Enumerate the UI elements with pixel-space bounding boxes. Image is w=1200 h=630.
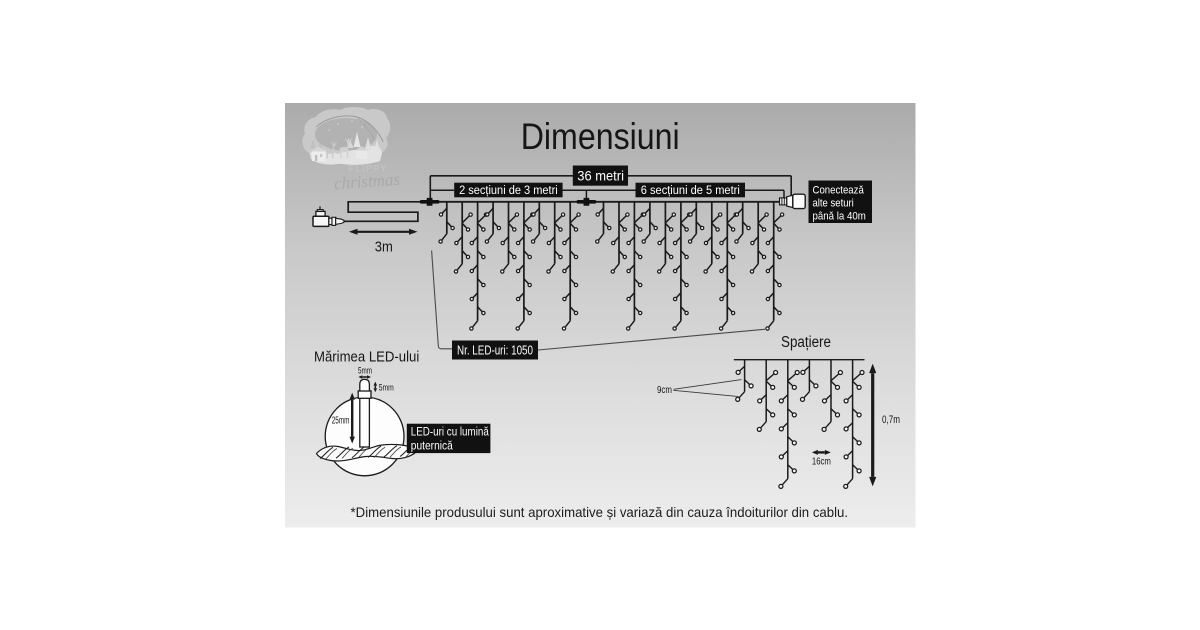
- svg-text:5mm: 5mm: [379, 382, 394, 393]
- svg-text:Conectează: Conectează: [813, 184, 865, 196]
- svg-text:Nr. LED-uri: 1050: Nr. LED-uri: 1050: [457, 343, 533, 358]
- svg-text:3m: 3m: [375, 240, 393, 256]
- svg-text:până la 40m: până la 40m: [813, 210, 866, 222]
- svg-text:25mm: 25mm: [332, 416, 350, 427]
- svg-text:Spațiere: Spațiere: [781, 334, 831, 351]
- svg-text:alte seturi: alte seturi: [813, 197, 854, 209]
- svg-text:Mărimea LED-ului: Mărimea LED-ului: [314, 349, 419, 365]
- svg-text:christmas: christmas: [333, 169, 400, 194]
- svg-text:*Dimensiunile produsului sunt: *Dimensiunile produsului sunt aproximati…: [351, 505, 849, 520]
- svg-text:6 secțiuni de 5 metri: 6 secțiuni de 5 metri: [641, 185, 740, 197]
- svg-text:2 secțiuni de 3 metri: 2 secțiuni de 3 metri: [459, 185, 558, 197]
- svg-text:16cm: 16cm: [812, 456, 831, 468]
- svg-text:9cm: 9cm: [657, 384, 672, 396]
- svg-text:LED-uri cu lumină: LED-uri cu lumină: [411, 425, 489, 439]
- svg-text:36 metri: 36 metri: [577, 168, 624, 184]
- svg-text:puternică: puternică: [411, 438, 453, 452]
- svg-text:0,7m: 0,7m: [882, 414, 900, 426]
- svg-text:Dimensiuni: Dimensiuni: [521, 115, 680, 157]
- svg-text:FLIPPY: FLIPPY: [349, 163, 389, 173]
- svg-text:5mm: 5mm: [358, 366, 372, 376]
